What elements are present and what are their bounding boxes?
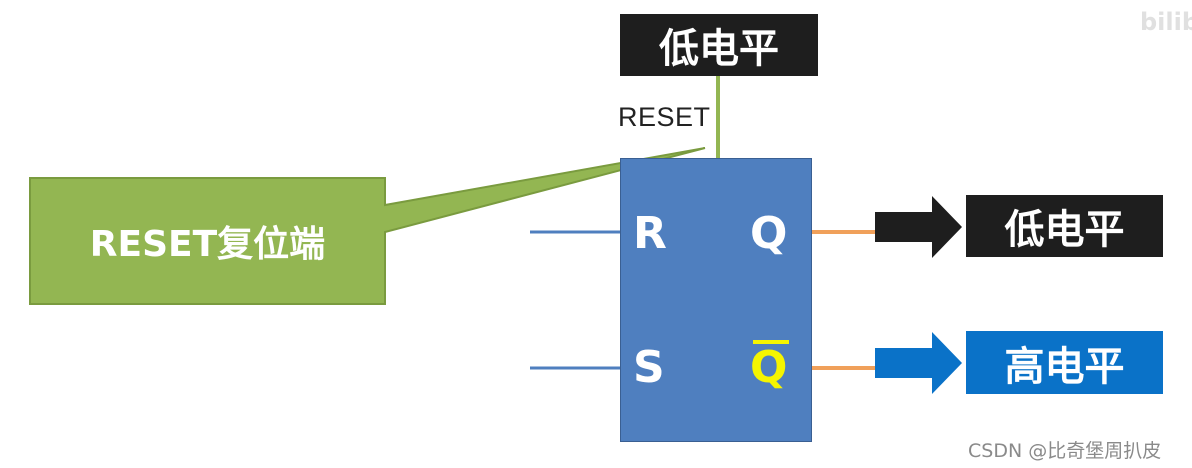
pin-q-label: Q xyxy=(750,208,788,259)
reset-pin-label: RESET xyxy=(618,102,711,132)
q-output-label: 低电平 xyxy=(966,195,1163,257)
flip-flop-block xyxy=(620,158,812,442)
qbar-output-label: 高电平 xyxy=(966,331,1163,394)
q-arrow xyxy=(875,196,962,258)
pin-s-label: S xyxy=(633,342,665,393)
pin-r-label: R xyxy=(633,208,667,259)
callout-label: RESET复位端 xyxy=(89,224,326,265)
bilibili-watermark: bilibili xyxy=(1140,8,1192,36)
top-level-label: 低电平 xyxy=(620,14,818,76)
callout-shape xyxy=(29,147,706,305)
csdn-watermark: CSDN @比奇堡周扒皮 xyxy=(968,440,1162,462)
qbar-overline xyxy=(753,340,789,344)
pin-qbar-label: Q xyxy=(750,342,788,393)
qbar-arrow xyxy=(875,332,962,394)
